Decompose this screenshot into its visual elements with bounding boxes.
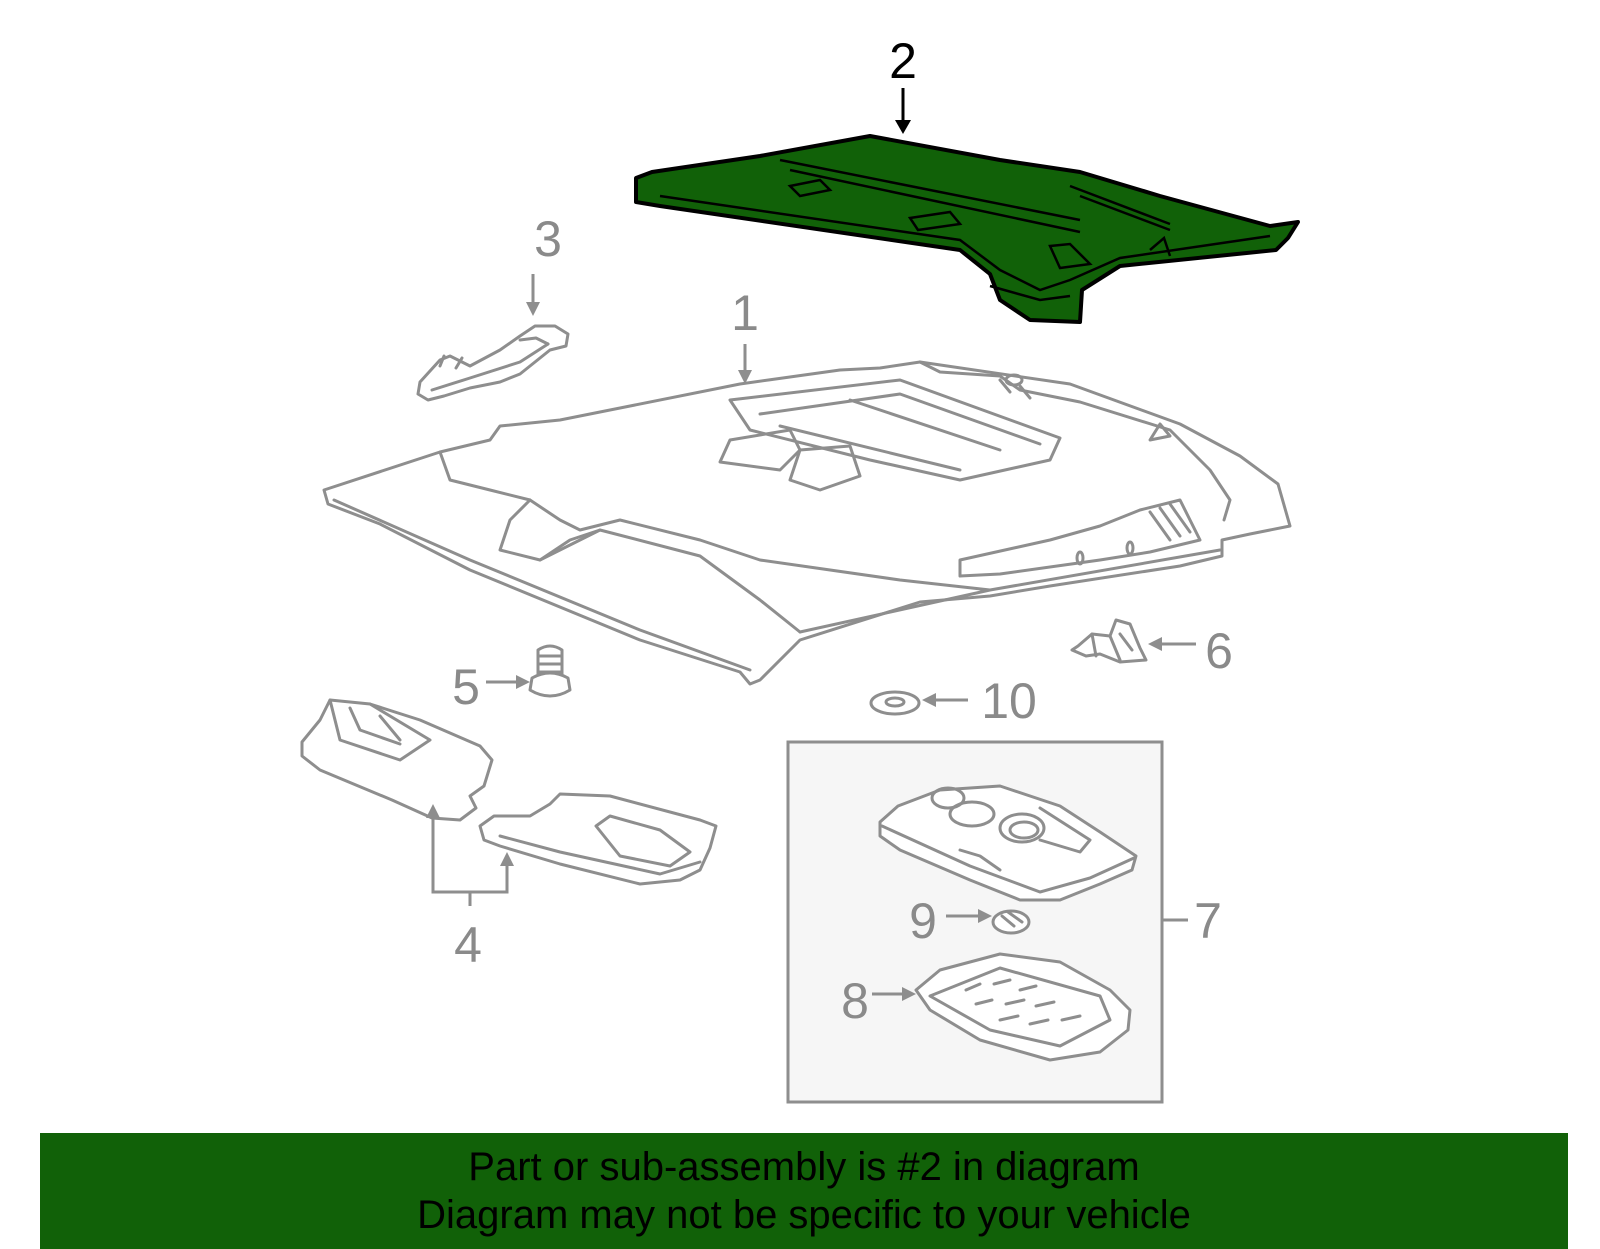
banner-line-2: Diagram may not be specific to your vehi…: [417, 1193, 1191, 1237]
info-banner: Part or sub-assembly is #2 in diagram Di…: [40, 1133, 1568, 1249]
part-10-washer[interactable]: [869, 690, 921, 716]
callout-3-arrowhead: [526, 302, 540, 316]
callout-1-label: 1: [731, 285, 759, 341]
part-6-clip[interactable]: [1070, 618, 1148, 664]
callout-6-arrowhead: [1148, 637, 1162, 651]
callout-10-label: 10: [981, 673, 1037, 729]
part-2-headliner[interactable]: [634, 134, 1300, 324]
callout-8-arrowhead: [902, 987, 916, 1001]
part-1-headliner-assembly[interactable]: [322, 360, 1292, 686]
part-3-handle[interactable]: [416, 324, 570, 402]
part-7-lamp-housing[interactable]: [878, 784, 1138, 902]
banner-line-1: Part or sub-assembly is #2 in diagram: [468, 1145, 1140, 1189]
part-4-sunvisor-left[interactable]: [300, 698, 494, 822]
callout-4-label: 4: [454, 917, 482, 973]
part-9-bulb[interactable]: [991, 909, 1031, 935]
callout-6-label: 6: [1205, 623, 1233, 679]
callout-9-label: 9: [909, 893, 937, 949]
callout-10-arrowhead: [922, 693, 936, 707]
callout-1-arrowhead: [738, 370, 752, 384]
callout-3-label: 3: [534, 211, 562, 267]
callout-2-label: 2: [889, 33, 917, 89]
callout-2-arrowhead: [895, 120, 911, 134]
callout-8-label: 8: [841, 973, 869, 1029]
callout-4-bracket: [431, 814, 509, 906]
callout-5-arrowhead: [516, 675, 530, 689]
part-8-lens[interactable]: [914, 952, 1132, 1062]
part-5-screw[interactable]: [528, 644, 572, 698]
callout-4-arrowhead-right: [500, 852, 514, 866]
callout-9-arrowhead: [978, 909, 992, 923]
callout-4-arrowhead-left: [426, 804, 440, 818]
part-4-sunvisor-right[interactable]: [478, 792, 718, 886]
callout-5-label: 5: [452, 659, 480, 715]
callout-7-label: 7: [1194, 893, 1222, 949]
